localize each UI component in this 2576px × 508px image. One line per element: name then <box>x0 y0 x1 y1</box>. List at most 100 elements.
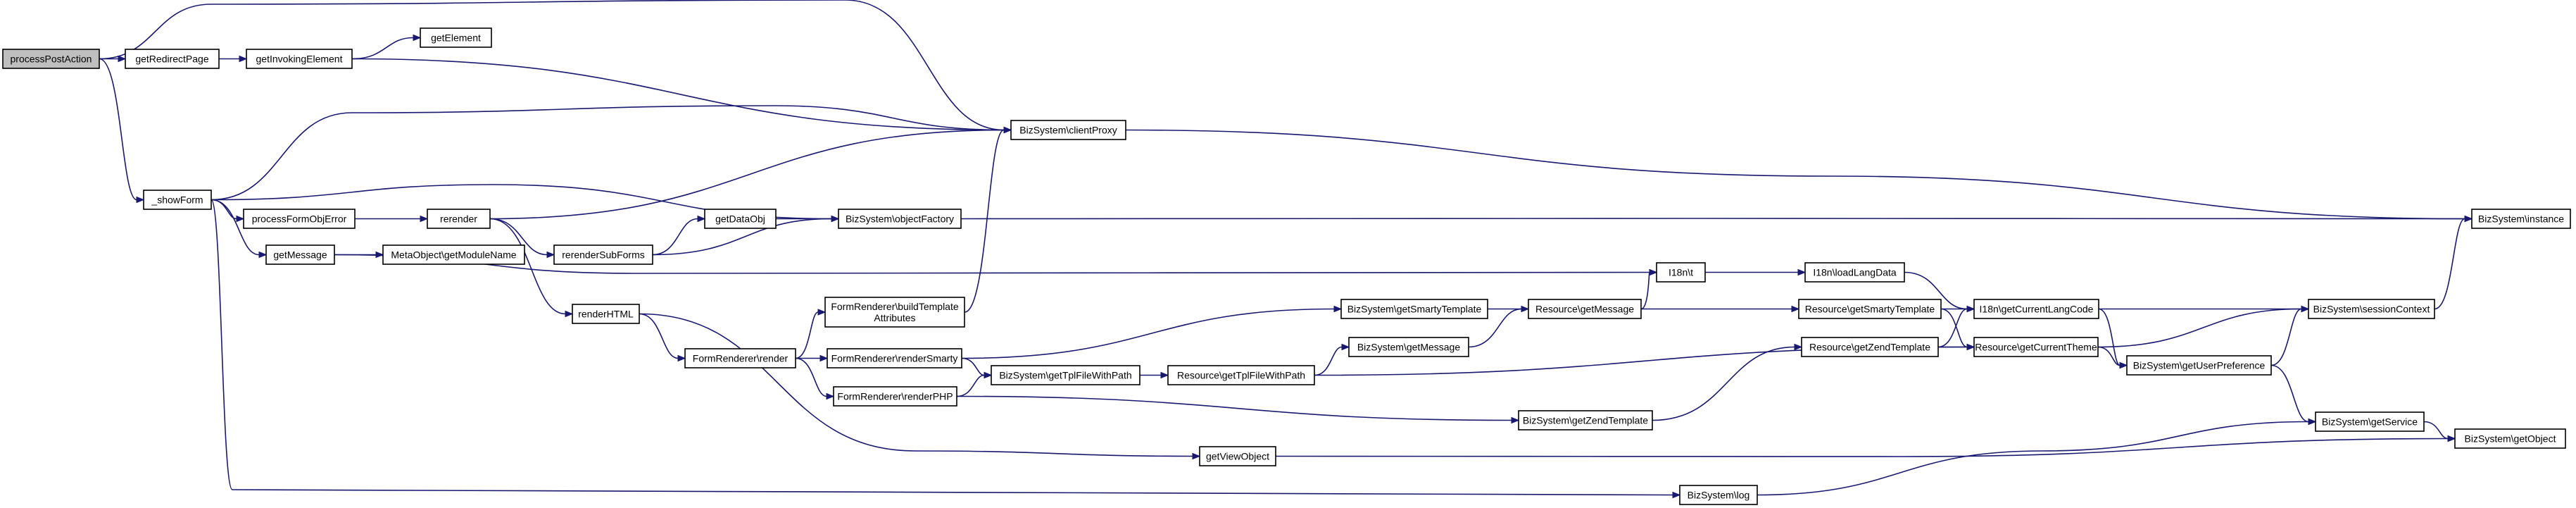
call-edge-objectFactory-to-bsInstance <box>960 215 2473 223</box>
node-box <box>572 304 640 324</box>
arrowhead-icon <box>1511 416 1520 424</box>
node-label: Resource\getZendTemplate <box>1809 342 1930 353</box>
node-label: BizSystem\sessionContext <box>2313 304 2430 315</box>
call-edge-line <box>2270 308 2302 366</box>
graph-node-getRedirectPage[interactable]: getRedirectPage <box>125 49 220 69</box>
graph-node-bsGetMessage[interactable]: BizSystem\getMessage <box>1348 337 1469 357</box>
node-box <box>420 27 492 48</box>
arrowhead-icon <box>2308 418 2317 426</box>
arrowhead-icon <box>375 251 384 259</box>
graph-node-showForm[interactable]: _showForm <box>143 190 212 210</box>
graph-node-getElement[interactable]: getElement <box>420 27 492 48</box>
graph-node-bsGetObject[interactable]: BizSystem\getObject <box>2454 428 2566 449</box>
node-box <box>833 386 957 407</box>
node-label: BizSystem\instance <box>2478 213 2564 225</box>
arrowhead-icon <box>1333 305 1343 313</box>
call-edge-line <box>652 218 698 256</box>
node-box <box>1199 446 1276 466</box>
call-edge-renderHTML-to-getViewObject <box>639 313 1201 460</box>
arrowhead-icon <box>1794 343 1803 351</box>
node-label: BizSystem\clientProxy <box>1019 125 1117 136</box>
call-edge-showForm-to-getMessage <box>211 199 268 259</box>
node-label: getInvokingElement <box>256 54 343 65</box>
arrowhead-icon <box>236 215 245 223</box>
node-box <box>553 244 653 265</box>
graph-node-i18nGetCurrentLangCode[interactable]: I18n\getCurrentLangCode <box>1973 299 2099 319</box>
call-edge-line <box>964 129 1005 313</box>
graph-node-frRenderPHP[interactable]: FormRenderer\renderPHP <box>833 386 957 407</box>
call-edge-line <box>2098 308 2121 366</box>
node-label: FormRenderer\renderPHP <box>837 391 953 402</box>
call-edge-line <box>1275 438 2449 457</box>
node-box <box>1348 337 1469 357</box>
node-label: FormRenderer\render <box>693 353 788 364</box>
graph-node-rerender[interactable]: rerender <box>427 209 491 229</box>
arrowhead-icon <box>2301 305 2310 313</box>
graph-node-frRenderSmarty[interactable]: FormRenderer\renderSmarty <box>827 348 962 368</box>
graph-node-clientProxy[interactable]: BizSystem\clientProxy <box>1010 120 1126 140</box>
graph-node-getDataObj[interactable]: getDataObj <box>704 209 777 229</box>
call-edge-line <box>639 313 679 359</box>
node-box <box>1973 299 2099 319</box>
node-box <box>827 348 962 368</box>
graph-node-bsGetTplFileWithPath[interactable]: BizSystem\getTplFileWithPath <box>991 365 1141 385</box>
call-edge-line <box>211 105 1005 201</box>
node-label: processPostAction <box>11 54 92 65</box>
node-box <box>2454 428 2566 449</box>
graph-node-getMessage[interactable]: getMessage <box>265 244 335 265</box>
arrowhead-icon <box>118 55 127 63</box>
arrowhead-icon <box>984 371 993 379</box>
node-label: FormRenderer\renderSmarty <box>831 353 958 364</box>
graph-node-processPostAction[interactable]: processPostAction <box>2 49 100 69</box>
call-edge-getInvokingElement-to-getElement <box>351 34 422 60</box>
node-box <box>1528 299 1642 319</box>
call-edge-line <box>351 37 414 60</box>
node-label: Resource\getTplFileWithPath <box>1177 370 1305 381</box>
graph-node-objectFactory[interactable]: BizSystem\objectFactory <box>838 209 962 229</box>
graph-node-getViewObject[interactable]: getViewObject <box>1199 446 1276 466</box>
graph-node-bsLog[interactable]: BizSystem\log <box>1679 485 1758 505</box>
arrowhead-icon <box>136 196 145 204</box>
call-edge-line <box>2097 308 2302 348</box>
call-edge-line <box>652 218 832 256</box>
graph-node-resGetSmartyTemplate[interactable]: Resource\getSmartyTemplate <box>1798 299 1942 319</box>
graph-node-resGetMessage[interactable]: Resource\getMessage <box>1528 299 1642 319</box>
call-edge-getViewObject-to-bsGetObject <box>1275 435 2456 457</box>
graph-node-getInvokingElement[interactable]: getInvokingElement <box>246 49 353 69</box>
graph-node-bsGetUserPreference[interactable]: BizSystem\getUserPreference <box>2126 355 2272 376</box>
arrowhead-icon <box>1672 491 1681 499</box>
node-label: BizSystem\getObject <box>2465 433 2556 445</box>
graph-node-resGetZendTemplate[interactable]: Resource\getZendTemplate <box>1801 337 1939 357</box>
graph-node-processFormObjError[interactable]: processFormObjError <box>243 209 356 229</box>
node-label: FormRenderer\buildTemplate <box>831 301 959 312</box>
graph-node-bsGetService[interactable]: BizSystem\getService <box>2315 411 2425 432</box>
call-edge-line <box>956 395 1512 421</box>
node-box <box>991 365 1141 385</box>
graph-node-bsGetZendTemplate[interactable]: BizSystem\getZendTemplate <box>1518 410 1653 430</box>
arrowhead-icon <box>2119 361 2128 369</box>
node-label: getRedirectPage <box>135 54 209 65</box>
call-edge-bsGetTplFileWithPath-to-resGetTplFileWithPath <box>1140 371 1169 379</box>
graph-node-frRender[interactable]: FormRenderer\render <box>684 348 796 368</box>
graph-node-bsGetSmartyTemplate[interactable]: BizSystem\getSmartyTemplate <box>1340 299 1488 319</box>
graph-node-getModuleName[interactable]: MetaObject\getModuleName <box>382 244 525 265</box>
graph-node-bsSessionContext[interactable]: BizSystem\sessionContext <box>2308 299 2435 319</box>
call-edge-line <box>961 357 985 376</box>
call-edge-resGetCurrentTheme-to-bsSessionContext <box>2097 305 2310 348</box>
node-box <box>1518 410 1653 430</box>
graph-node-bsInstance[interactable]: BizSystem\instance <box>2471 209 2571 229</box>
call-edge-processPostAction-to-showForm <box>99 58 145 204</box>
node-box <box>824 297 965 328</box>
call-edge-i18nT-to-i18nLoadLangData <box>1705 268 1807 276</box>
arrowhead-icon <box>1192 452 1201 460</box>
graph-node-resGetTplFileWithPath[interactable]: Resource\getTplFileWithPath <box>1167 365 1315 385</box>
arrowhead-icon <box>1649 268 1658 276</box>
graph-node-i18nT[interactable]: I18n\t <box>1656 262 1706 283</box>
graph-node-resGetCurrentTheme[interactable]: Resource\getCurrentTheme <box>1973 337 2099 357</box>
graph-node-renderHTML[interactable]: renderHTML <box>572 304 640 324</box>
graph-node-rerenderSubForms[interactable]: rerenderSubForms <box>553 244 653 265</box>
graph-node-i18nLoadLangData[interactable]: I18n\loadLangData <box>1804 262 1905 283</box>
call-edge-frBuildTemplate-to-clientProxy <box>964 126 1012 313</box>
call-edge-line <box>2434 218 2465 310</box>
